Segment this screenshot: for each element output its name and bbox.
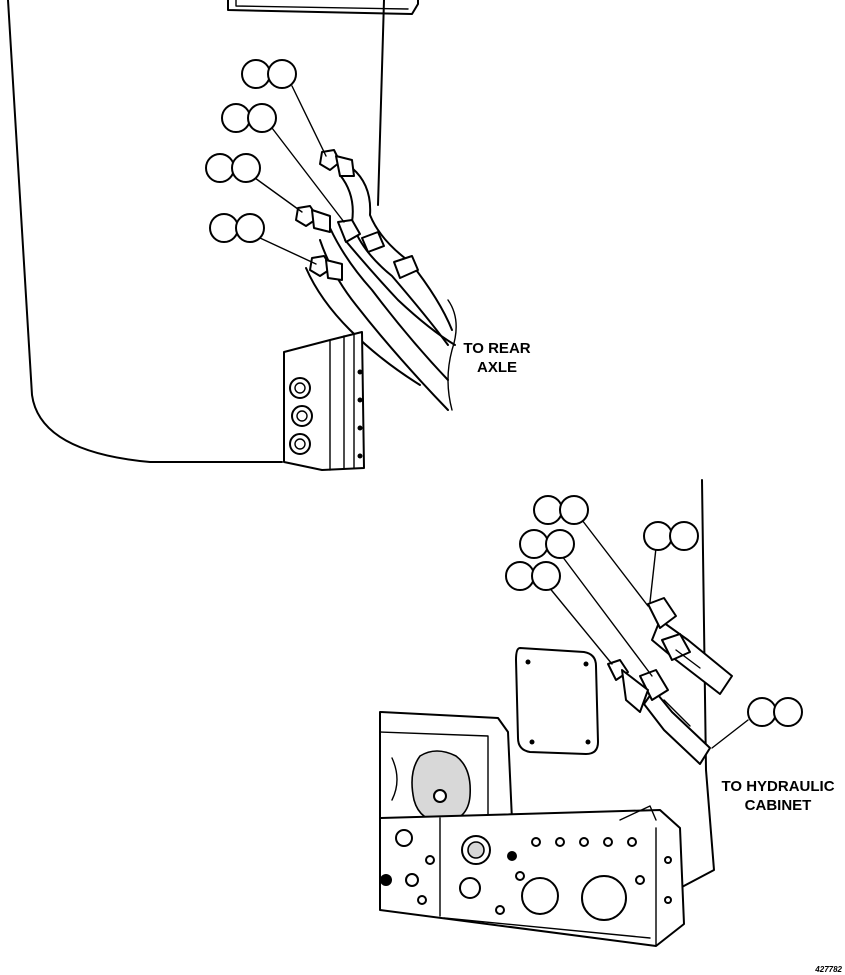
callout-circle bbox=[747, 697, 777, 727]
callout-circle bbox=[519, 529, 549, 559]
callout-circle bbox=[241, 59, 271, 89]
label-to-rear-axle-2: AXLE bbox=[477, 359, 517, 376]
fitting-2 bbox=[295, 205, 331, 233]
manifold-block-upper bbox=[283, 331, 365, 471]
label-to-rear-axle-1: TO REAR bbox=[463, 340, 530, 357]
callout-circle bbox=[221, 103, 251, 133]
callout-circle bbox=[531, 561, 561, 591]
figure-number: 427782 bbox=[814, 965, 842, 974]
callout-circle bbox=[247, 103, 277, 133]
port-1 bbox=[289, 377, 311, 399]
hose-bundle-hydraulic-cabinet bbox=[607, 597, 733, 765]
top-bracket-inner bbox=[235, 0, 409, 10]
callouts-lower bbox=[505, 495, 803, 727]
top-bracket bbox=[227, 0, 419, 15]
port-3 bbox=[289, 433, 311, 455]
fitting-3 bbox=[337, 219, 361, 243]
callout-circle bbox=[669, 521, 699, 551]
machine-base bbox=[379, 711, 685, 947]
cover-plate bbox=[515, 647, 599, 755]
callout-circle bbox=[559, 495, 589, 525]
callout-circle bbox=[209, 213, 239, 243]
callout-circle bbox=[205, 153, 235, 183]
leader-lines-upper bbox=[254, 85, 345, 265]
callout-circle bbox=[545, 529, 575, 559]
leader-lines-lower bbox=[547, 519, 749, 749]
fitting-4 bbox=[309, 255, 343, 281]
callouts-upper bbox=[205, 59, 297, 243]
callout-circle bbox=[235, 213, 265, 243]
label-to-hydraulic-cabinet-1: TO HYDRAULIC bbox=[721, 778, 834, 795]
tank-right-edge bbox=[377, 0, 385, 206]
tank-outline bbox=[7, 0, 283, 463]
callout-circle bbox=[505, 561, 535, 591]
port-2 bbox=[291, 405, 313, 427]
frame-edge bbox=[679, 479, 715, 889]
label-to-hydraulic-cabinet-2: CABINET bbox=[745, 797, 812, 814]
lower-view: TO HYDRAULIC CABINET bbox=[379, 479, 835, 947]
callout-circle bbox=[533, 495, 563, 525]
callout-circle bbox=[773, 697, 803, 727]
callout-circle bbox=[267, 59, 297, 89]
upper-view: TO REAR AXLE bbox=[7, 0, 531, 471]
callout-circle bbox=[231, 153, 261, 183]
callout-circle bbox=[643, 521, 673, 551]
